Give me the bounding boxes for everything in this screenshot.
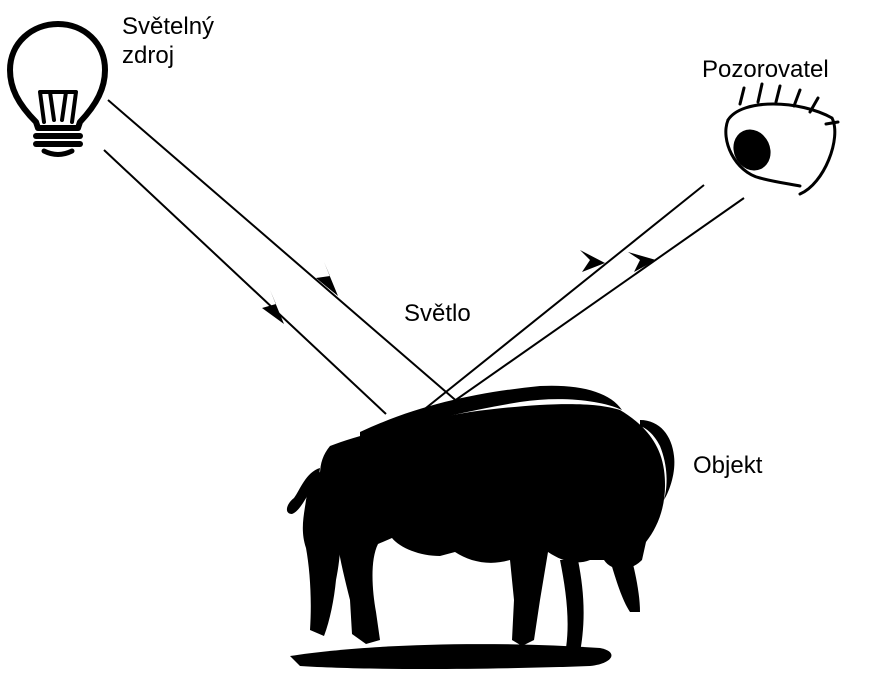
light-label: Světlo bbox=[404, 300, 471, 329]
light-source-label-line2: zdroj bbox=[122, 42, 252, 71]
arrowhead-incident-1 bbox=[316, 262, 338, 296]
bison-silhouette bbox=[287, 386, 674, 669]
eye-icon bbox=[726, 84, 838, 194]
arrowhead-reflected-1 bbox=[580, 250, 605, 272]
incident-ray-2 bbox=[104, 150, 386, 414]
incident-ray-1 bbox=[108, 100, 460, 404]
observer-label: Pozorovatel bbox=[702, 56, 829, 85]
light-source-label: Světelný zdroj bbox=[122, 13, 252, 71]
object-label: Objekt bbox=[693, 452, 762, 481]
arrowhead-incident-2 bbox=[262, 290, 284, 324]
light-bulb-icon bbox=[10, 24, 105, 155]
reflected-ray-2 bbox=[430, 198, 744, 418]
light-source-label-line1: Světelný bbox=[122, 13, 252, 42]
